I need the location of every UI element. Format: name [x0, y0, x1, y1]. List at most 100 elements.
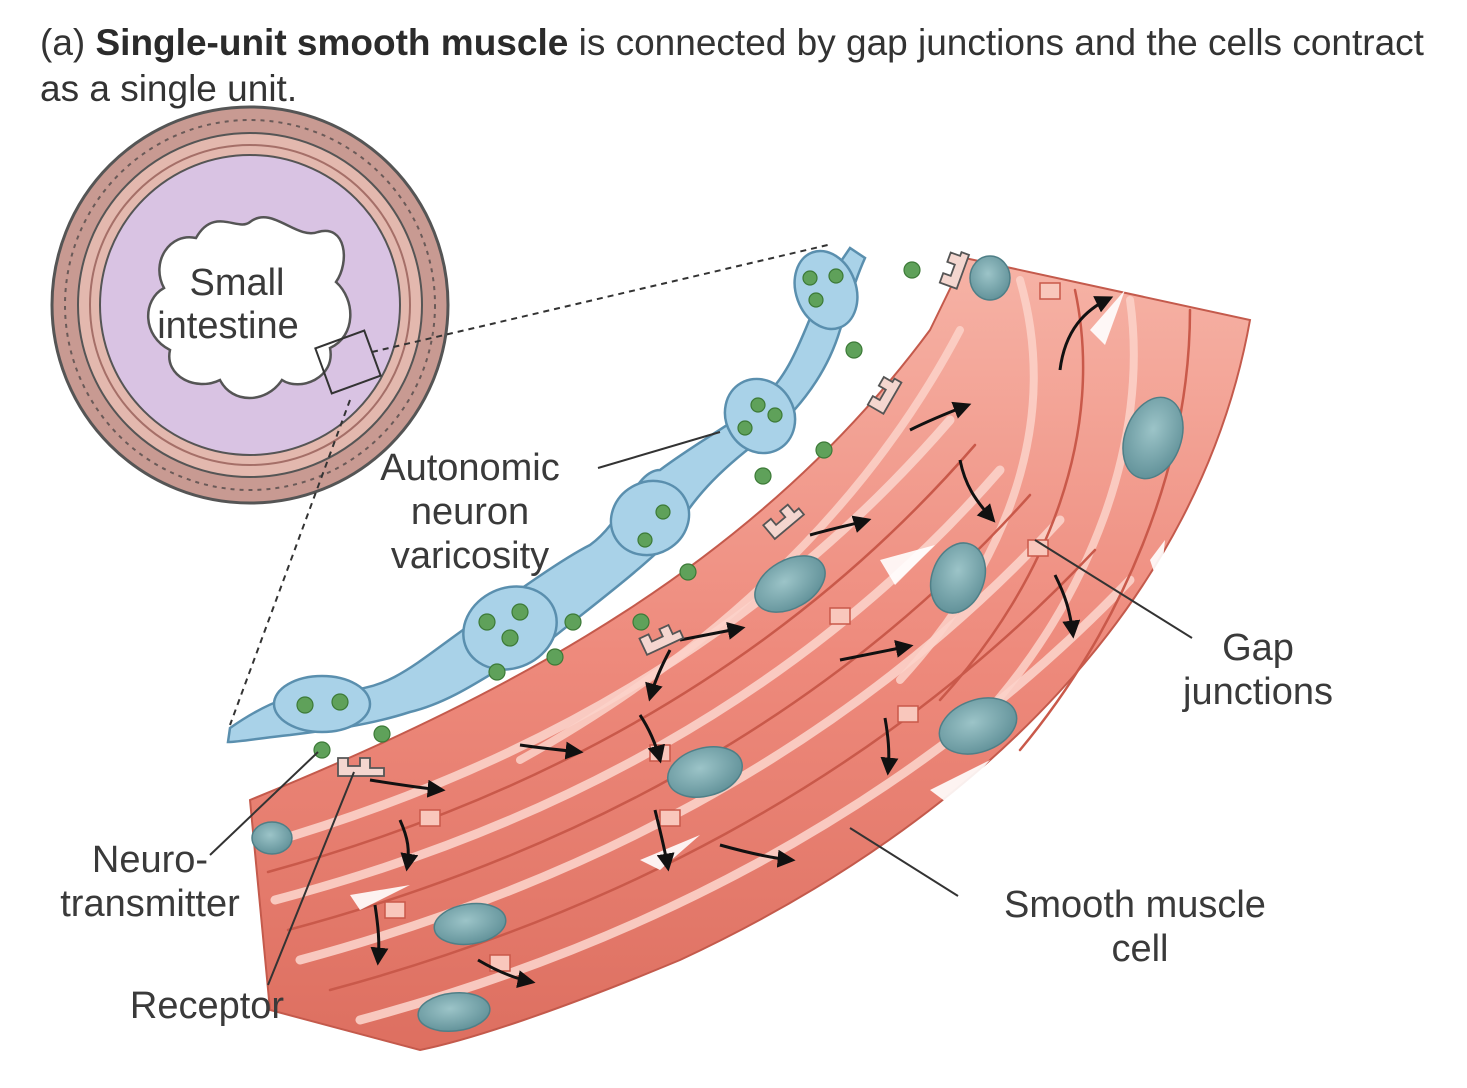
label-smooth-muscle: Smooth muscle: [1004, 884, 1266, 926]
cell-gap: [1090, 290, 1125, 345]
conduction-arrow: [369, 778, 446, 798]
gap-junction: [829, 607, 851, 625]
intestine-ring-line: [89, 144, 411, 466]
conduction-arrow: [398, 819, 419, 872]
cell-highlight: [976, 296, 1138, 724]
intestine-lumen: [147, 216, 352, 400]
conduction-arrow: [653, 809, 675, 872]
label-neuro: Neuro-: [92, 839, 208, 881]
vesicle: [637, 532, 653, 548]
vesicle: [478, 613, 496, 631]
conduction-arrow: [370, 904, 389, 966]
nucleus: [929, 542, 987, 614]
leader-smooth-muscle: [849, 827, 959, 897]
nucleus: [433, 902, 507, 946]
varicosity: [462, 585, 558, 671]
conduction-arrow: [958, 459, 996, 523]
cell-gap: [930, 760, 990, 805]
leader-neurotransmitter: [209, 751, 319, 856]
gap-junction: [1039, 282, 1061, 300]
figure-caption: (a) Single-unit smooth muscle is connect…: [40, 20, 1440, 112]
nucleus: [969, 255, 1011, 301]
conduction-arrow: [477, 958, 536, 988]
conduction-arrow: [1058, 296, 1114, 371]
varicosity: [272, 674, 372, 734]
zoom-box: [314, 329, 382, 395]
nucleus: [754, 555, 826, 613]
small-intestine-cross-section: Small intestine: [50, 105, 450, 505]
vesicle: [737, 420, 753, 436]
vesicle: [655, 504, 671, 520]
cell-border: [328, 548, 1097, 992]
cell-gap: [1150, 540, 1165, 590]
conduction-arrow: [519, 741, 584, 760]
label-gap: Gap: [1222, 627, 1294, 669]
cell-gap: [880, 545, 935, 585]
zoom-line-top: [371, 243, 833, 353]
cell-highlight: [295, 515, 1065, 965]
label-varicosity: varicosity: [391, 535, 549, 577]
intestine-ring-texture: [64, 119, 436, 491]
conduction-arrow: [909, 401, 972, 432]
vesicle: [501, 629, 519, 647]
conduction-arrow: [1053, 574, 1081, 639]
label-autonomic: Autonomic: [380, 447, 560, 489]
gap-junction: [419, 809, 441, 827]
receptors: [337, 250, 971, 777]
receptor: [938, 250, 971, 290]
receptor: [761, 503, 806, 541]
cell-border: [1018, 308, 1192, 752]
receptor: [638, 623, 685, 657]
vesicle: [511, 603, 529, 621]
receptor: [866, 375, 903, 415]
nucleus: [938, 697, 1018, 755]
vesicle: [802, 270, 818, 286]
nucleus: [667, 746, 743, 798]
conduction-arrow: [809, 515, 872, 537]
label-small: Small: [189, 262, 284, 304]
conduction-arrow: [839, 639, 914, 662]
vesicle: [767, 407, 783, 423]
caption-bold: Single-unit smooth muscle: [95, 22, 569, 63]
conduction-arrow: [645, 649, 672, 702]
vesicle: [828, 268, 844, 284]
nucleus: [1122, 396, 1184, 480]
leader-receptor: [267, 771, 355, 986]
smooth-muscle-sheet: [248, 255, 1252, 1052]
nucleus: [251, 821, 293, 855]
conduction-arrow: [638, 714, 665, 764]
caption-prefix: (a): [40, 22, 96, 63]
released-neurotransmitter: [313, 261, 921, 759]
leader-gap: [1034, 539, 1193, 639]
cell-border: [938, 288, 1085, 702]
label-neuron: neuron: [411, 491, 529, 533]
vesicle: [808, 292, 824, 308]
label-intestine: intestine: [157, 305, 299, 347]
nucleus: [417, 991, 491, 1033]
caption-rest: is connected by gap junctions and the ce…: [40, 22, 1424, 109]
vesicle: [331, 693, 349, 711]
cell-highlight: [355, 575, 1135, 1025]
conduction-arrow: [880, 717, 899, 776]
varicosity: [609, 479, 691, 557]
gap-junction: [384, 901, 406, 919]
label-cell: cell: [1111, 928, 1168, 970]
gap-junction: [659, 809, 681, 827]
vesicle: [296, 696, 314, 714]
conduction-arrow: [679, 621, 746, 642]
vesicle: [750, 397, 766, 413]
autonomic-neuron: [226, 246, 867, 744]
gap-junction: [897, 705, 919, 723]
label-transmitter: transmitter: [60, 883, 240, 925]
receptor: [337, 757, 385, 777]
label-junctions: junctions: [1182, 671, 1333, 713]
cell-border: [266, 443, 977, 874]
zoom-line-bottom: [229, 399, 351, 726]
conduction-arrow: [719, 843, 796, 868]
leader-autonomic: [597, 431, 721, 469]
cell-gap: [350, 885, 410, 910]
cell-highlight: [896, 276, 1038, 684]
label-receptor: Receptor: [130, 985, 285, 1027]
muscle-tissue-body: [248, 256, 1252, 1052]
